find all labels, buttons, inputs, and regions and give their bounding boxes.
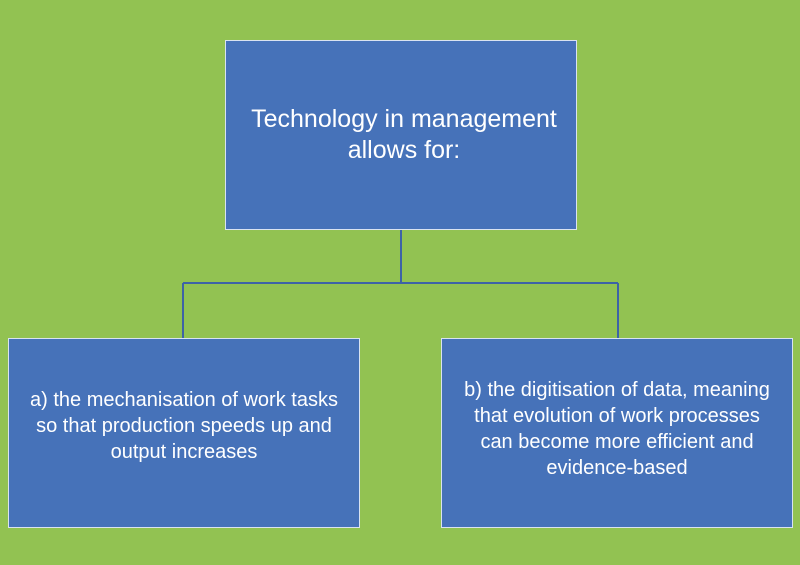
- child-node-b-text: b) the digitisation of data, meaning tha…: [464, 379, 770, 479]
- child-node-a: a) the mechanisation of work tasks so th…: [8, 338, 360, 528]
- root-node: Technology in management allows for:: [225, 40, 577, 230]
- child-node-b: b) the digitisation of data, meaning tha…: [441, 338, 793, 528]
- child-node-a-text: a) the mechanisation of work tasks so th…: [30, 389, 338, 463]
- root-node-text: Technology in management allows for:: [251, 105, 557, 164]
